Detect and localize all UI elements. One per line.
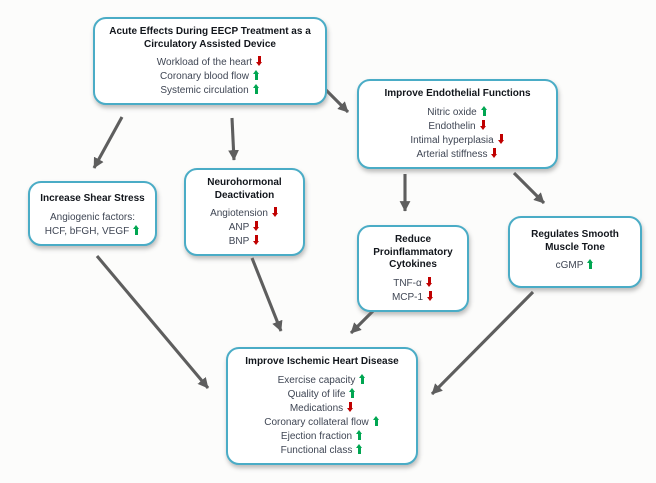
effect-label: Workload of the heart [156, 57, 253, 68]
node-improve-endothelial-functions: Improve Endothelial Functions Nitric oxi… [357, 79, 558, 169]
effect-label: Systemic circulation [160, 85, 249, 96]
trend-up-icon [133, 224, 140, 235]
effect-item: Coronary blood flow [99, 70, 321, 84]
effect-label: Arterial stiffness [416, 148, 488, 160]
trend-down-icon [427, 290, 434, 301]
trend-down-icon [491, 147, 498, 158]
node-items: Angiogenic factors: HCF, bFGH, VEGF [34, 211, 151, 239]
effect-item: Systemic circulation [99, 84, 321, 98]
effect-label: cGMP [555, 260, 584, 271]
trend-up-icon [349, 387, 356, 398]
trend-down-icon [347, 401, 354, 412]
effect-item: Arterial stiffness [363, 147, 552, 162]
trend-up-icon [359, 373, 366, 384]
effect-item: MCP-1 [363, 290, 463, 305]
effect-item: Ejection fraction [232, 429, 412, 444]
effect-label: HCF, bFGH, VEGF [44, 225, 130, 237]
node-title: Acute Effects During EECP Treatment as a… [109, 26, 311, 50]
effect-item: Medications [232, 401, 412, 416]
trend-up-icon [356, 429, 363, 440]
effect-label: Quality of life [287, 388, 346, 400]
trend-down-icon [271, 207, 279, 217]
effect-item: Angiotension [190, 207, 299, 221]
effect-label: MCP-1 [391, 291, 424, 303]
effect-item: Quality of life [232, 387, 412, 402]
node-neurohormonal-deactivation: Neurohormonal Deactivation Angiotension … [184, 168, 305, 256]
trend-up-icon [480, 105, 488, 116]
node-acute-effects: Acute Effects During EECP Treatment as a… [93, 17, 327, 105]
effect-label: Functional class [280, 444, 353, 456]
effect-label: Ejection fraction [280, 430, 353, 442]
effect-item: cGMP [514, 259, 636, 273]
trend-down-icon [256, 56, 263, 66]
effect-label: Medications [289, 402, 344, 414]
node-improve-ischemic-heart-disease: Improve Ischemic Heart Disease Exercise … [226, 347, 418, 465]
effect-item: ANP [190, 221, 299, 235]
effect-label: TNF-α [393, 277, 422, 289]
node-items: cGMP [514, 259, 636, 273]
node-title: Neurohormonal Deactivation [207, 177, 282, 201]
effect-item: BNP [190, 235, 299, 249]
effect-item: Angiogenic factors: [34, 211, 151, 225]
effect-label: Intimal hyperplasia [410, 134, 494, 146]
node-increase-shear-stress: Increase Shear Stress Angiogenic factors… [28, 181, 157, 246]
connector-acute-effects-to-neurohormonal-deactivation [228, 117, 239, 161]
effect-label: Endothelin [428, 120, 476, 132]
trend-up-icon [587, 259, 594, 269]
effect-label: Coronary blood flow [160, 71, 249, 82]
node-title: Regulates Smooth Muscle Tone [531, 229, 619, 253]
trend-up-icon [252, 70, 260, 80]
effect-label: Nitric oxide [427, 106, 477, 118]
node-items: Angiotension ANP BNP [190, 207, 299, 249]
trend-up-icon [356, 443, 363, 454]
node-items: TNF-α MCP-1 [363, 276, 463, 305]
effect-item: TNF-α [363, 276, 463, 291]
node-title: Improve Endothelial Functions [384, 88, 531, 99]
node-regulates-smooth-muscle-tone: Regulates Smooth Muscle Tone cGMP [508, 216, 642, 288]
connector-improve-endothelial-functions-to-regulates-smooth-muscle-tone [512, 171, 546, 205]
connector-increase-shear-stress-to-improve-ischemic-heart-disease [95, 255, 210, 389]
effect-label: Angiotension [210, 208, 268, 219]
node-title: Improve Ischemic Heart Disease [245, 356, 399, 367]
connector-acute-effects-to-increase-shear-stress [92, 116, 124, 169]
trend-up-icon [252, 84, 260, 94]
node-items: Nitric oxide Endothelin Intimal hyperpla… [363, 105, 552, 162]
effect-item: Functional class [232, 443, 412, 458]
node-items: Exercise capacity Quality of life Medica… [232, 373, 412, 458]
node-reduce-proinflammatory-cytokines: Reduce Proinflammatory Cytokines TNF-α M… [357, 225, 469, 312]
effect-item: HCF, bFGH, VEGF [34, 224, 151, 239]
trend-down-icon [497, 133, 505, 144]
trend-down-icon [479, 119, 487, 130]
trend-down-icon [253, 235, 260, 245]
trend-up-icon [372, 415, 380, 426]
effect-label: Angiogenic factors: [49, 211, 136, 223]
effect-item: Coronary collateral flow [232, 415, 412, 430]
trend-down-icon [425, 276, 433, 287]
effect-item: Nitric oxide [363, 105, 552, 120]
node-items: Workload of the heart Coronary blood flo… [99, 56, 321, 98]
effect-label: ANP [228, 222, 250, 233]
connector-neurohormonal-deactivation-to-improve-ischemic-heart-disease [250, 257, 283, 332]
node-title: Reduce Proinflammatory Cytokines [373, 234, 453, 270]
effect-item: Exercise capacity [232, 373, 412, 388]
effect-item: Endothelin [363, 119, 552, 134]
effect-label: Exercise capacity [277, 374, 356, 386]
effect-item: Workload of the heart [99, 56, 321, 70]
effect-item: Intimal hyperplasia [363, 133, 552, 148]
effect-label: Coronary collateral flow [264, 416, 369, 428]
effect-label: BNP [228, 236, 250, 247]
node-title: Increase Shear Stress [40, 193, 145, 204]
trend-down-icon [253, 221, 260, 231]
